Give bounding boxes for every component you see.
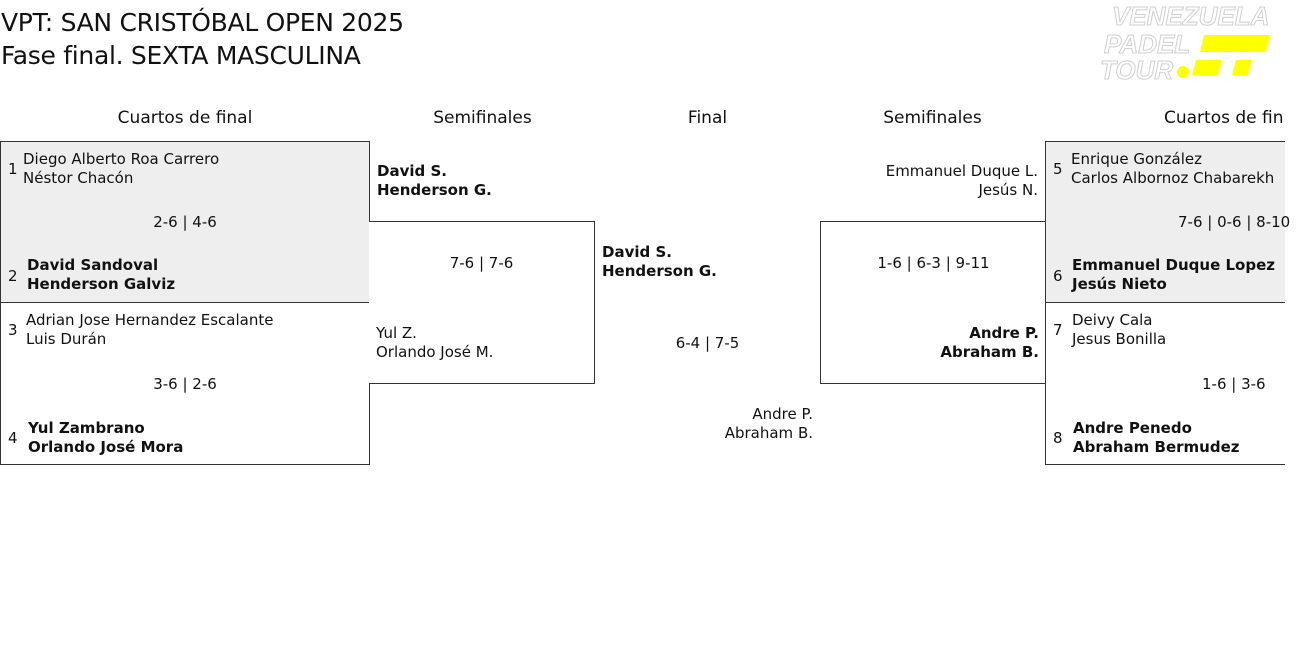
seed-number: 4 bbox=[8, 429, 18, 447]
semifinal-left-match: 7-6 | 7-6 Yul Z. Orlando José M. bbox=[369, 221, 595, 384]
match-score: 3-6 | 2-6 bbox=[153, 375, 217, 393]
match-score: 1-6 | 3-6 bbox=[1202, 375, 1266, 393]
player-name: Emmanuel Duque L. bbox=[885, 162, 1038, 180]
match-score: 7-6 | 7-6 bbox=[449, 254, 514, 272]
player-name: Abraham Bermudez bbox=[1073, 438, 1240, 456]
player-name: Jesús N. bbox=[978, 181, 1038, 199]
quarterfinal-match-1: 1 Diego Alberto Roa Carrero Néstor Chacó… bbox=[0, 141, 370, 303]
team-b-winner: Emmanuel Duque Lopez Jesús Nieto bbox=[1072, 256, 1275, 294]
quarterfinal-match-4: 7 Deivy Cala Jesus Bonilla 1-6 | 3-6 8 A… bbox=[1045, 302, 1285, 465]
svg-text:TOUR: TOUR bbox=[1100, 55, 1173, 85]
team-a: Enrique González Carlos Albornoz Chabare… bbox=[1071, 150, 1274, 188]
team-b-winner: Andre Penedo Abraham Bermudez bbox=[1073, 419, 1239, 457]
player-name: David S. bbox=[602, 243, 672, 261]
column-header-qf-left: Cuartos de final bbox=[117, 108, 253, 128]
player-name: Orlando José M. bbox=[376, 343, 494, 361]
team-a: Diego Alberto Roa Carrero Néstor Chacón bbox=[23, 150, 219, 188]
seed-number: 5 bbox=[1053, 160, 1063, 178]
player-name: Henderson Galviz bbox=[27, 275, 176, 293]
player-name: Emmanuel Duque Lopez bbox=[1072, 256, 1275, 274]
column-header-qf-right: Cuartos de fin bbox=[1164, 108, 1284, 128]
column-header-final: Final bbox=[687, 108, 728, 128]
match-score: 2-6 | 4-6 bbox=[153, 213, 217, 231]
seed-number: 7 bbox=[1053, 321, 1063, 339]
player-name: Jesús Nieto bbox=[1072, 275, 1167, 293]
player-name: Abraham B. bbox=[724, 424, 813, 442]
semifinal-left-team-a: David S. Henderson G. bbox=[377, 162, 492, 200]
player-name: Carlos Albornoz Chabarekh bbox=[1071, 169, 1275, 187]
player-name: Yul Zambrano bbox=[28, 419, 145, 437]
semifinal-right-team-a: Emmanuel Duque L. Jesús N. bbox=[840, 162, 1038, 200]
team-b-winner: David Sandoval Henderson Galviz bbox=[27, 256, 175, 294]
quarterfinal-match-2: 3 Adrian Jose Hernandez Escalante Luis D… bbox=[0, 302, 370, 465]
svg-text:PADEL: PADEL bbox=[1104, 29, 1190, 59]
svg-text:VENEZUELA: VENEZUELA bbox=[1112, 1, 1269, 31]
player-name: Deivy Cala bbox=[1072, 311, 1153, 329]
column-header-sf-left: Semifinales bbox=[433, 108, 532, 128]
match-score: 1-6 | 6-3 | 9-11 bbox=[877, 254, 990, 272]
player-name: David Sandoval bbox=[27, 256, 159, 274]
player-name: Jesus Bonilla bbox=[1072, 330, 1167, 348]
player-name: Andre P. bbox=[752, 405, 813, 423]
column-header-sf-right: Semifinales bbox=[883, 108, 982, 128]
semifinal-left-team-b: Yul Z. Orlando José M. bbox=[376, 324, 493, 362]
player-name: Orlando José Mora bbox=[28, 438, 184, 456]
match-score: 7-6 | 0-6 | 8-10 bbox=[1178, 213, 1291, 231]
player-name: Luis Durán bbox=[26, 330, 107, 348]
player-name: Andre Penedo bbox=[1073, 419, 1192, 437]
semifinal-right-team-b-winner: Andre P. Abraham B. bbox=[821, 324, 1039, 362]
team-a: Deivy Cala Jesus Bonilla bbox=[1072, 311, 1166, 349]
final-team-a-winner: David S. Henderson G. bbox=[602, 243, 717, 281]
seed-number: 3 bbox=[8, 321, 18, 339]
semifinal-right-match: 1-6 | 6-3 | 9-11 Andre P. Abraham B. bbox=[820, 221, 1046, 384]
seed-number: 2 bbox=[8, 267, 18, 285]
player-name: Henderson G. bbox=[602, 262, 717, 280]
player-name: Abraham B. bbox=[940, 343, 1039, 361]
player-name: Henderson G. bbox=[377, 181, 492, 199]
team-a: Adrian Jose Hernandez Escalante Luis Dur… bbox=[26, 311, 273, 349]
player-name: Andre P. bbox=[969, 324, 1039, 342]
player-name: Diego Alberto Roa Carrero bbox=[23, 150, 220, 168]
team-b-winner: Yul Zambrano Orlando José Mora bbox=[28, 419, 183, 457]
final-team-b: Andre P. Abraham B. bbox=[660, 405, 813, 443]
seed-number: 6 bbox=[1053, 267, 1063, 285]
player-name: Yul Z. bbox=[376, 324, 417, 342]
seed-number: 1 bbox=[8, 160, 18, 178]
player-name: Adrian Jose Hernandez Escalante bbox=[26, 311, 274, 329]
seed-number: 8 bbox=[1053, 429, 1063, 447]
phase-title: Fase final. SEXTA MASCULINA bbox=[1, 41, 361, 70]
player-name: Enrique González bbox=[1071, 150, 1202, 168]
venezuela-padel-tour-logo: VENEZUELA PADEL TOUR bbox=[1100, 1, 1270, 86]
player-name: Néstor Chacón bbox=[23, 169, 134, 187]
quarterfinal-match-3: 5 Enrique González Carlos Albornoz Chaba… bbox=[1045, 141, 1290, 303]
final-score: 6-4 | 7-5 bbox=[675, 334, 740, 352]
player-name: David S. bbox=[377, 162, 447, 180]
tournament-title: VPT: SAN CRISTÓBAL OPEN 2025 bbox=[1, 8, 404, 37]
